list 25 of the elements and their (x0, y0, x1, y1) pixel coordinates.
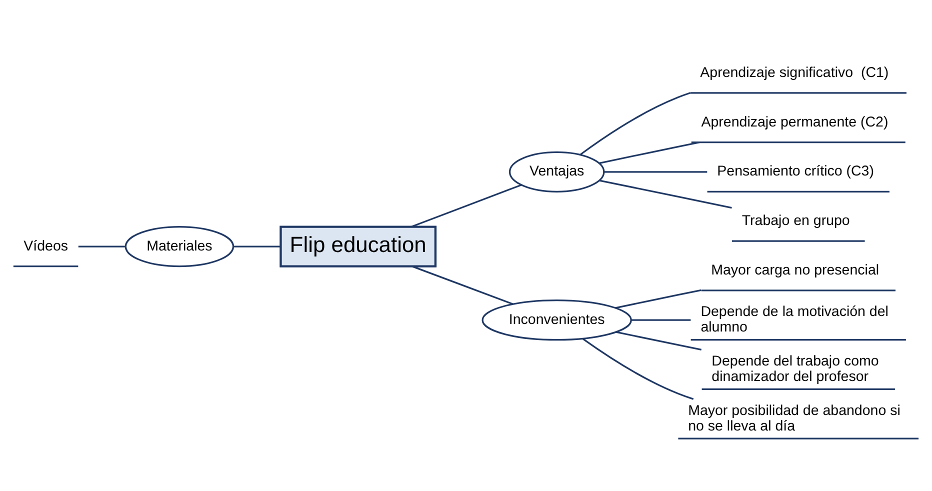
node-text: Mayor posibilidad de abandono si no se lleva al día (688, 402, 900, 434)
connector (599, 141, 700, 164)
node-box: Flip education (280, 225, 437, 267)
connector (631, 318, 691, 320)
node-ellipse: Inconvenientes (482, 299, 632, 340)
connector (411, 184, 522, 228)
node-text: Vídeos (24, 238, 68, 254)
node-text: Aprendizaje significativo (C1) (700, 64, 889, 80)
connector (615, 288, 702, 308)
node-text: Depende del trabajo como dinamizador del profesor (712, 353, 879, 384)
node-text: Mayor carga no presencial (711, 262, 880, 278)
node-text: Trabajo en grupo (742, 212, 850, 229)
node-ellipse: Materiales (124, 225, 234, 267)
connector (582, 338, 694, 400)
connector (234, 245, 281, 247)
connector (616, 330, 702, 350)
connector (580, 92, 691, 155)
connector (78, 245, 126, 247)
node-text: Depende de la motivación del alumno (700, 304, 888, 335)
connector (604, 170, 708, 172)
node-text: Pensamiento crítico (C3) (717, 163, 874, 180)
connector (412, 265, 514, 304)
connector (599, 179, 732, 208)
node-ellipse: Ventajas (508, 150, 605, 192)
node-text: Aprendizaje permanente (C2) (701, 114, 888, 130)
